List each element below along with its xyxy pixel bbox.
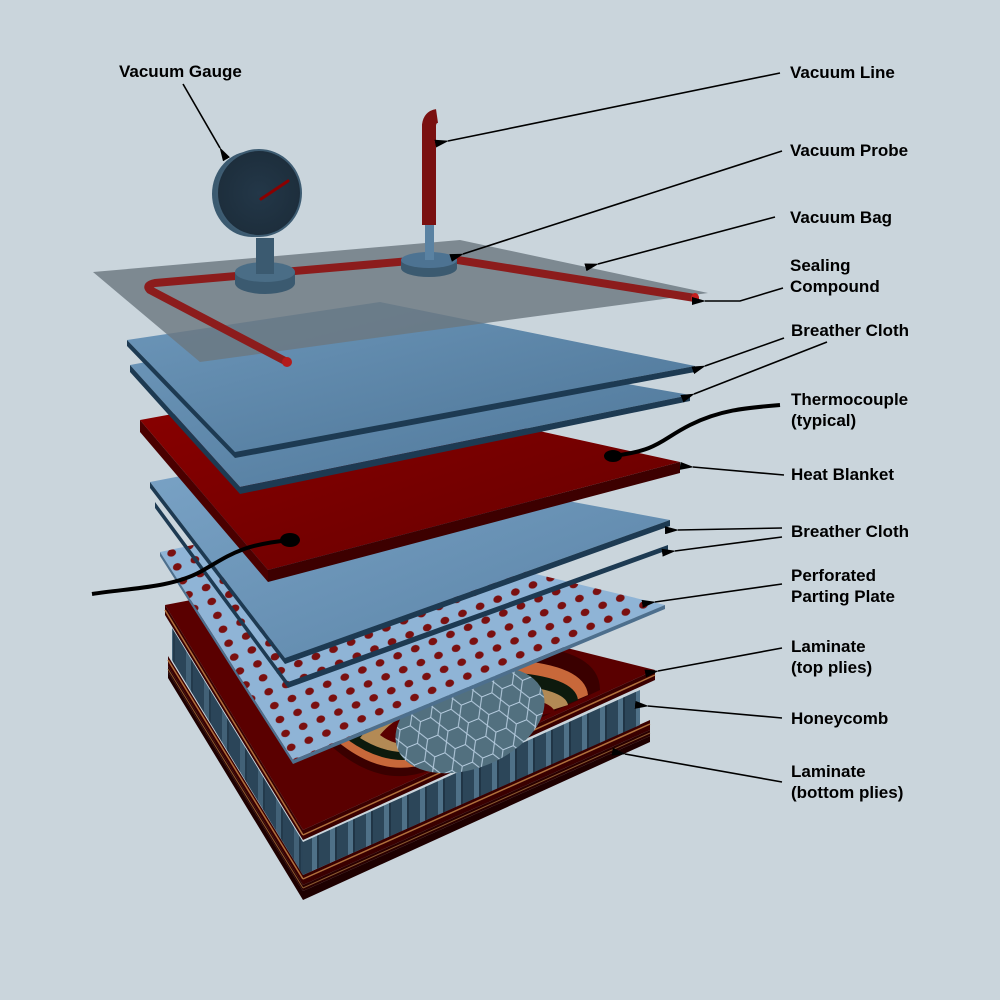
leader-vacuum-line xyxy=(434,72,781,148)
thermocouple-left xyxy=(91,533,300,596)
thermocouple-right xyxy=(604,403,781,462)
vacuum-probe xyxy=(401,224,457,277)
leader-breather-cloth-2 xyxy=(680,341,828,403)
leader-breather-cloth-1 xyxy=(691,337,785,375)
label-sealing-compound: Sealing Compound xyxy=(790,256,880,296)
vacuum-line xyxy=(422,109,439,225)
honeycomb-core xyxy=(172,628,640,875)
vacuum-gauge xyxy=(212,149,302,294)
breather-cloth-lower-2 xyxy=(155,502,668,688)
leader-breather-cloth-3 xyxy=(664,526,783,535)
label-vacuum-probe: Vacuum Probe xyxy=(790,141,909,160)
laminate-bottom-plies xyxy=(167,656,651,900)
label-breather-cloth-bottom: Breather Cloth xyxy=(791,522,910,541)
label-laminate-bottom: Laminate (bottom plies) xyxy=(791,762,904,802)
label-thermocouple: Thermocouple (typical) xyxy=(791,390,909,430)
leader-honeycomb xyxy=(634,700,783,719)
label-breather-cloth-top: Breather Cloth xyxy=(791,321,910,340)
label-laminate-top: Laminate (top plies) xyxy=(791,637,873,677)
leader-parting-plate xyxy=(641,583,783,608)
label-vacuum-bag: Vacuum Bag xyxy=(790,208,893,227)
label-heat-blanket: Heat Blanket xyxy=(791,465,894,484)
leader-vacuum-gauge xyxy=(182,83,230,162)
leader-vacuum-probe xyxy=(449,150,783,262)
gauge-needle xyxy=(259,179,290,201)
leader-vacuum-bag xyxy=(584,216,776,272)
label-perforated-parting-plate: Perforated Parting Plate xyxy=(791,566,895,606)
label-vacuum-line: Vacuum Line xyxy=(790,63,895,82)
leader-laminate-top xyxy=(644,647,783,678)
leader-breather-cloth-4 xyxy=(661,536,783,557)
label-honeycomb: Honeycomb xyxy=(791,709,889,728)
leader-sealing-compound xyxy=(692,287,784,305)
leader-heat-blanket xyxy=(679,461,785,476)
leader-lines xyxy=(182,72,828,783)
label-vacuum-gauge: Vacuum Gauge xyxy=(119,62,242,81)
leader-laminate-bottom xyxy=(611,747,783,783)
